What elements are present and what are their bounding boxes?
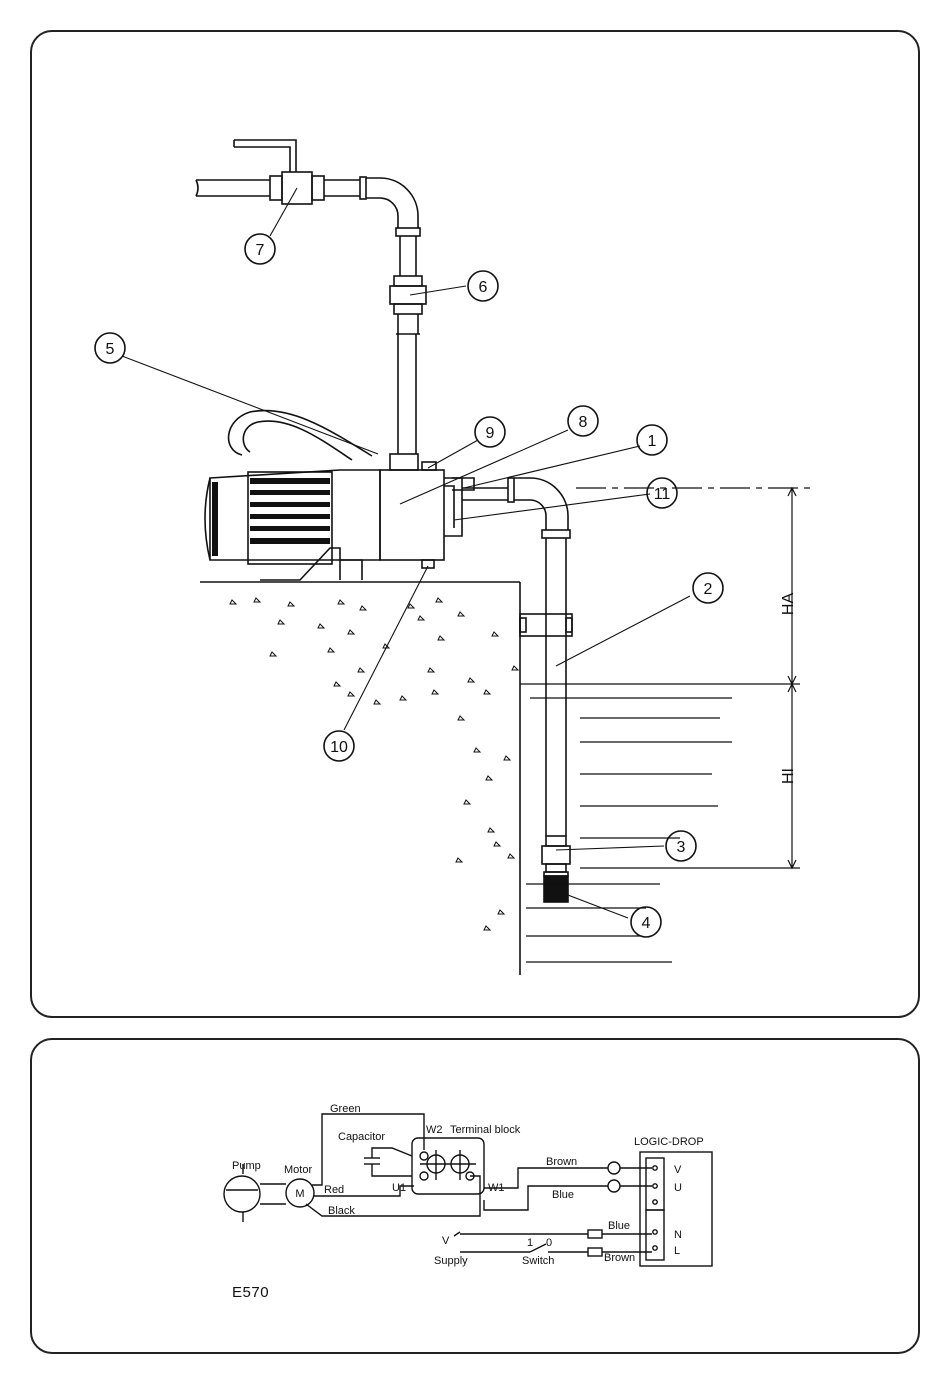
discharge-pipe [196, 172, 420, 276]
callout-circles [95, 234, 723, 937]
leader-lines [122, 188, 690, 918]
callout-4: 4 [642, 915, 651, 932]
dimension-hi: HI [780, 768, 797, 784]
label-brown-bottom: Brown [604, 1252, 635, 1264]
label-term-u: U [674, 1182, 682, 1194]
label-term-l: L [674, 1245, 680, 1257]
label-supply-v: V [442, 1235, 450, 1247]
suction-pipe [462, 478, 572, 836]
label-blue-top: Blue [552, 1189, 574, 1201]
label-blue-bottom: Blue [608, 1220, 630, 1232]
label-switch-off: 0 [546, 1237, 552, 1249]
label-w1: W1 [488, 1182, 505, 1194]
label-green: Green [330, 1103, 361, 1115]
label-term-n: N [674, 1229, 682, 1241]
callout-5: 5 [106, 341, 115, 358]
label-logic-drop: LOGIC-DROP [634, 1136, 704, 1148]
dimension-ha: HA [780, 593, 797, 616]
callout-8: 8 [579, 414, 588, 431]
label-switch-on: 1 [527, 1237, 533, 1249]
model-code: E570 [232, 1284, 269, 1301]
callout-2: 2 [704, 581, 713, 598]
callout-3: 3 [677, 839, 686, 856]
pump-body [205, 411, 474, 580]
dimension-lines [576, 488, 810, 868]
callout-7: 7 [256, 242, 265, 259]
callout-9: 9 [486, 425, 495, 442]
ground [200, 582, 520, 975]
label-u1: U1 [392, 1182, 406, 1194]
label-black: Black [328, 1205, 355, 1217]
label-brown-top: Brown [546, 1156, 577, 1168]
ground-texture [230, 598, 518, 930]
callout-10: 10 [330, 739, 348, 756]
label-motor: Motor [284, 1164, 312, 1176]
water-lines [520, 684, 800, 962]
valve-handle [234, 140, 296, 172]
callout-1: 1 [648, 433, 657, 450]
foot-valve [542, 836, 570, 902]
label-pump: Pump [232, 1160, 261, 1172]
wiring-labels: Pump Motor M Green Capacitor W2 Terminal… [232, 1103, 704, 1267]
label-w2: W2 [426, 1124, 443, 1136]
label-supply: Supply [434, 1255, 468, 1267]
label-term-v: V [674, 1164, 682, 1176]
callout-6: 6 [479, 279, 488, 296]
label-red: Red [324, 1184, 344, 1196]
label-terminal-block: Terminal block [450, 1124, 521, 1136]
union-fitting [390, 276, 426, 454]
callout-11: 11 [654, 486, 671, 503]
label-capacitor: Capacitor [338, 1131, 385, 1143]
label-motor-symbol: M [295, 1188, 304, 1200]
motor-fins [212, 478, 330, 556]
label-switch: Switch [522, 1255, 554, 1267]
